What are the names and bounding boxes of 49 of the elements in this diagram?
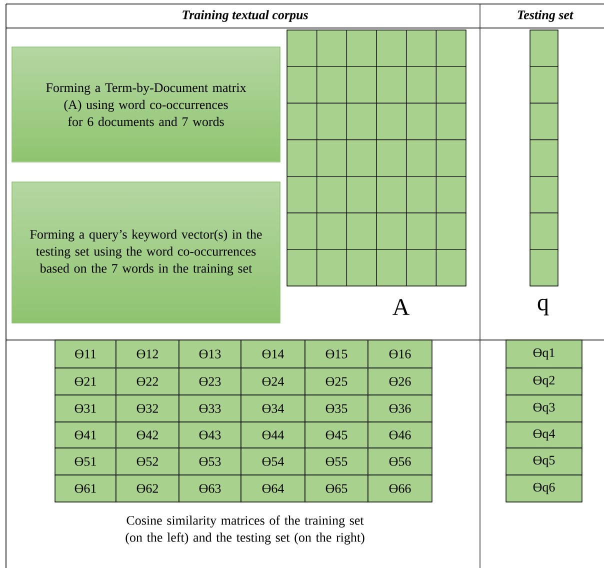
matrix-cell: Ө62 [116, 474, 180, 502]
caption-text: Cosine similarity matrices of the training set (on the left) and the testing set (on the right) [126, 516, 364, 544]
process-box: Forming a Term-by-Document matrix (A) using word co-occurrences for 6 documents and 7 words [12, 46, 280, 162]
matrix-cell: Өq6 [506, 474, 582, 502]
column-header: Training textual corpus [182, 10, 308, 22]
matrix-cell: Ө13 [178, 340, 242, 368]
matrix-cell: Ө54 [240, 448, 306, 476]
matrix-cell: Ө51 [54, 448, 116, 476]
matrix-cell: Ө33 [178, 394, 242, 422]
matrix-cell: Ө61 [54, 474, 116, 502]
matrix-cell: Ө23 [178, 368, 242, 396]
matrix-cell: Ө56 [368, 448, 432, 476]
matrix-cell: Ө11 [54, 340, 116, 368]
matrix-cell: Ө45 [304, 422, 368, 448]
matrix-cell: Ө31 [54, 394, 116, 422]
matrix-cell: Ө53 [178, 448, 242, 476]
matrix-cell: Ө24 [240, 368, 306, 396]
matrix-cell: Ө65 [304, 474, 368, 502]
matrix-cell: Ө21 [54, 368, 116, 396]
matrix-cell: Ө43 [178, 422, 242, 448]
matrix-cell: Өq3 [506, 394, 582, 422]
matrix-cell: Ө12 [116, 340, 180, 368]
matrix-cell: Өq5 [506, 448, 582, 476]
matrix-cell: Ө34 [240, 394, 306, 422]
matrix-cell: Ө22 [116, 368, 180, 396]
matrix-cell: Ө63 [178, 474, 242, 502]
matrix-cell: Ө25 [304, 368, 368, 396]
matrix-cell: Ө32 [116, 394, 180, 422]
matrix-cell: Ө44 [240, 422, 306, 448]
matrix-cell: Ө41 [54, 422, 116, 448]
matrix-cell: Ө35 [304, 394, 368, 422]
matrix-label: A [392, 299, 410, 315]
matrix-label: q [538, 298, 549, 316]
matrix-cell: Ө26 [368, 368, 432, 396]
matrix-cell: Ө46 [368, 422, 432, 448]
matrix-cell: Ө55 [304, 448, 368, 476]
matrix-cell: Ө66 [368, 474, 432, 502]
matrix-cell: Ө64 [240, 474, 306, 502]
matrix-cell: Ө14 [240, 340, 306, 368]
matrix-cell: Өq4 [506, 422, 582, 448]
matrix-cell: Ө52 [116, 448, 180, 476]
process-box: Forming a query’s keyword vector(s) in the testing set using the word co-occurrences based on the 7 words in the training set [12, 182, 280, 324]
matrix-cell: Өq2 [506, 368, 582, 396]
column-header: Testing set [518, 10, 574, 22]
matrix-cell: Ө42 [116, 422, 180, 448]
matrix-cell: Ө15 [304, 340, 368, 368]
matrix-cell: Өq1 [506, 340, 582, 368]
matrix-cell: Ө36 [368, 394, 432, 422]
matrix-cell: Ө16 [368, 340, 432, 368]
